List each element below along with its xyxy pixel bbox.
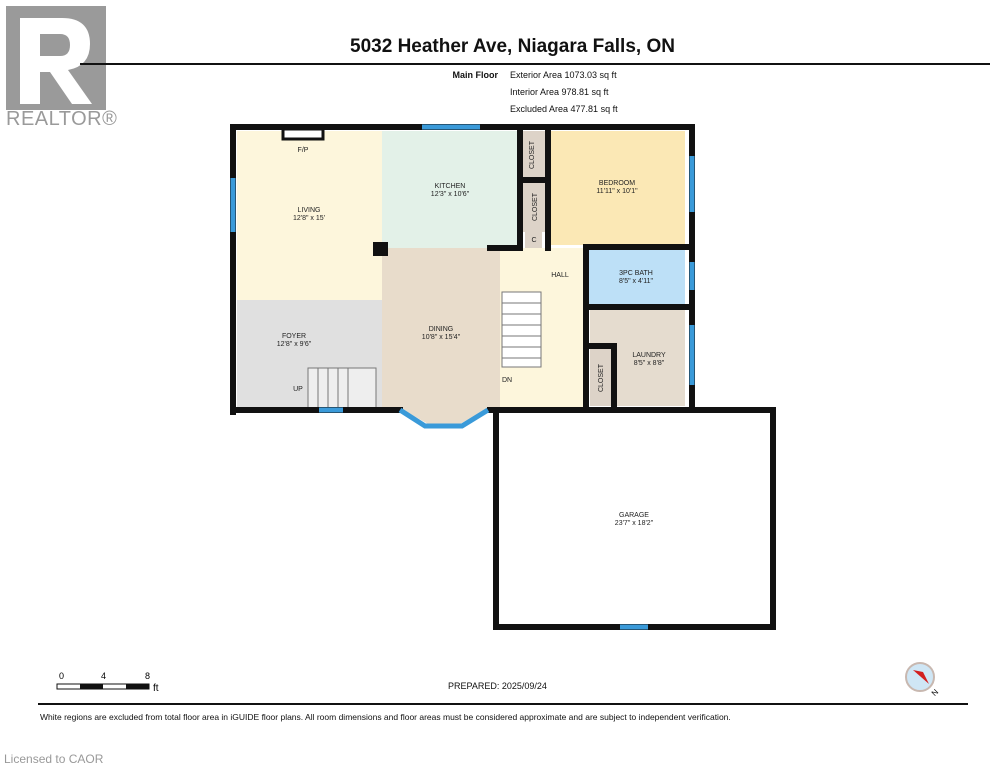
scale-tick: 8 — [145, 671, 150, 681]
bath-name: 3PC BATH — [619, 270, 653, 277]
kitchen-name: KITCHEN — [435, 183, 466, 190]
compass-icon: N — [905, 662, 941, 698]
up-label: UP — [293, 386, 303, 393]
room-bath — [588, 250, 685, 305]
fireplace — [281, 127, 325, 141]
dining-dims: 10'8" x 15'4" — [422, 334, 461, 341]
dn-label: DN — [502, 377, 512, 384]
garage-dims: 23'7" x 18'2" — [615, 520, 654, 527]
laundry-dims: 8'5" x 8'8" — [634, 360, 665, 367]
divider — [80, 63, 990, 65]
room-living — [237, 131, 382, 300]
room-kitchen — [382, 131, 522, 248]
page-title: 5032 Heather Ave, Niagara Falls, ON — [350, 36, 675, 57]
room-closet-2 — [522, 182, 546, 232]
scale-unit: ft — [153, 683, 159, 694]
walls — [230, 124, 776, 630]
license-note: Licensed to CAOR — [4, 752, 104, 766]
floor-label: Main Floor — [452, 70, 499, 80]
closet-label: CLOSET — [529, 140, 536, 169]
closet-label: CLOSET — [532, 192, 539, 221]
disclaimer: White regions are excluded from total fl… — [40, 712, 731, 722]
foyer-name: FOYER — [282, 333, 306, 340]
realtor-wordmark: REALTOR® — [6, 108, 118, 130]
foyer-dims: 12'8" x 9'6" — [277, 341, 312, 348]
scale-bar: 0 4 8 ft — [56, 670, 176, 699]
stairs-up — [307, 367, 377, 409]
living-dims: 12'8" x 15' — [293, 215, 325, 222]
hall-name: HALL — [551, 272, 569, 279]
excluded-area: Excluded Area 477.81 sq ft — [510, 104, 618, 114]
stairs-down — [501, 291, 542, 368]
bath-dims: 8'5" x 4'11" — [619, 278, 653, 285]
exterior-area: Exterior Area 1073.03 sq ft — [510, 70, 617, 80]
compass-north: N — [930, 687, 941, 698]
c-closet-label: C — [531, 237, 536, 244]
room-closet-3 — [590, 348, 614, 406]
living-name: LIVING — [298, 207, 321, 214]
divider — [38, 703, 968, 705]
scale-tick: 0 — [59, 671, 64, 681]
bedroom-dims: 11'11" x 10'1" — [596, 188, 638, 195]
room-bedroom — [550, 131, 685, 245]
bedroom-name: BEDROOM — [599, 180, 635, 187]
laundry-name: LAUNDRY — [632, 352, 666, 359]
interior-area: Interior Area 978.81 sq ft — [510, 87, 609, 97]
dining-name: DINING — [429, 326, 454, 333]
kitchen-dims: 12'3" x 10'6" — [431, 191, 470, 198]
realtor-logo — [6, 6, 106, 110]
prepared-date: PREPARED: 2025/09/24 — [448, 681, 547, 691]
room-c — [525, 232, 542, 248]
fireplace-label: F/P — [298, 147, 309, 154]
closet-label: CLOSET — [598, 363, 605, 392]
room-closet-1 — [522, 131, 546, 178]
garage-name: GARAGE — [619, 512, 649, 519]
scale-tick: 4 — [101, 671, 106, 681]
room-dining — [382, 248, 500, 424]
column — [373, 242, 388, 256]
windows — [230, 124, 695, 630]
